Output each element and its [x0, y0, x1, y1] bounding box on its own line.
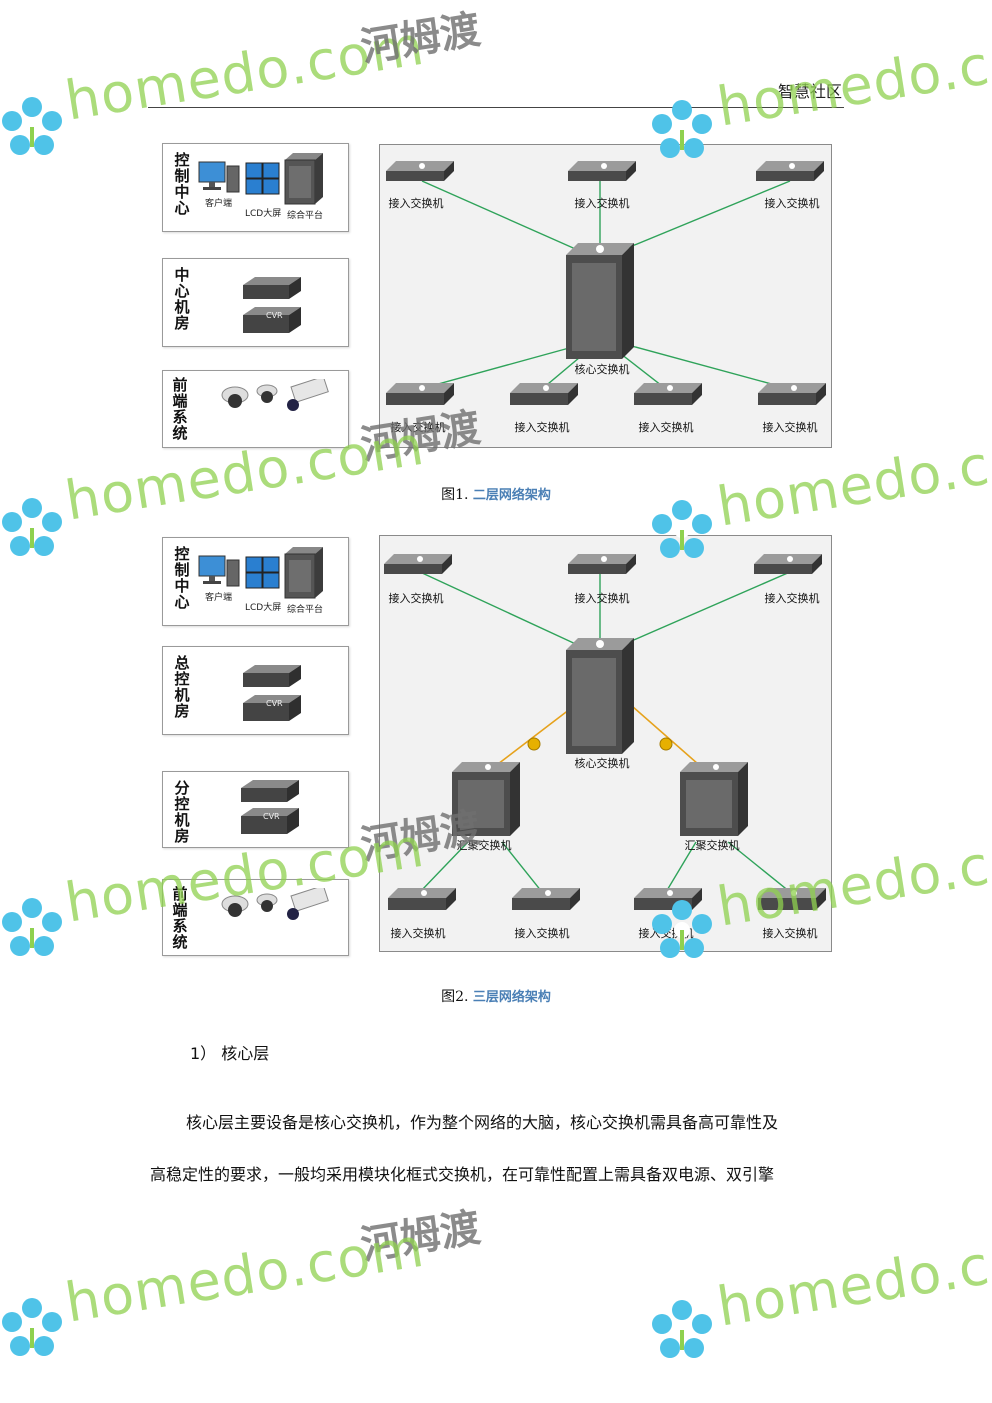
fig2-caption-title: 三层网络架构 [472, 990, 551, 1005]
watermark-logo-icon [0, 896, 64, 964]
fig2-bottom-switch-label: 接入交换机 [762, 927, 818, 940]
fig1-control-center-label: 控制中心 [174, 151, 190, 217]
watermark-cn: 河姆渡 [357, 6, 484, 72]
fig1-lcd-label: LCD大屏 [245, 209, 282, 219]
fig2-sub-room-label: 分控机房 [174, 779, 190, 845]
watermark-logo-icon [0, 1296, 64, 1364]
paragraph-line: 高稳定性的要求，一般均采用模块化框式交换机，在可靠性配置上需具备双电源、双引擎 [150, 1165, 775, 1184]
client-pc-icon [198, 555, 240, 587]
fig1-platform-label: 综合平台 [287, 211, 324, 221]
fig2-client-label: 客户端 [205, 593, 233, 603]
fig1-caption-title: 二层网络架构 [472, 488, 551, 503]
fig2-sub-room-box: 分控机房 CVR [162, 771, 349, 848]
fig2-caption-prefix: 图2. [441, 989, 469, 1005]
fig1-diagram-panel: 接入交换机 接入交换机 接入交换机 核心交换机 接入交换机 接入交换机 接入交换… [379, 144, 832, 448]
header-title: 智慧社区 [777, 82, 842, 101]
fig2-main-room-box: 总控机房 CVR [162, 646, 349, 735]
fig2-platform-label: 综合平台 [287, 605, 324, 615]
fig1-top-switch-label: 接入交换机 [574, 197, 630, 210]
fig2-lcd-label: LCD大屏 [245, 603, 282, 613]
fig1-switch-shapes [386, 161, 826, 405]
fig1-top-switch-label: 接入交换机 [764, 197, 820, 210]
fig2-bottom-switch-label: 接入交换机 [638, 927, 694, 940]
fig2-aggregation-switch-label: 汇聚交换机 [456, 839, 512, 852]
lcd-wall-icon [245, 162, 280, 195]
section-heading: 1） 核心层 [190, 1044, 270, 1063]
fig1-bottom-switch-label: 接入交换机 [762, 421, 818, 434]
watermark-en: homedo.com [61, 1215, 429, 1335]
fig2-bottom-switch-label: 接入交换机 [514, 927, 570, 940]
fig2-frontend-box: 前端系统 [162, 879, 349, 956]
fig2-control-center-box: 控制中心 客户端 LCD大屏 综合平台 [162, 537, 349, 626]
cvr-storage-icon [241, 780, 299, 834]
cvr-storage-icon [243, 277, 301, 333]
watermark-en: homedo.com [713, 19, 992, 139]
fig2-control-center-label: 控制中心 [174, 545, 190, 611]
fig2-sub-cvr-label: CVR [263, 812, 280, 821]
fig1-central-room-box: 中心机房 CVR [162, 258, 349, 347]
fig2-frontend-label: 前端系统 [172, 885, 188, 951]
fig2-top-switch-label: 接入交换机 [574, 592, 630, 605]
fig2-core-switch-label: 核心交换机 [574, 757, 630, 770]
fig1-caption: 图1. 二层网络架构 [441, 484, 551, 504]
fig1-links [386, 161, 826, 405]
fig1-central-room-label: 中心机房 [174, 266, 190, 332]
lcd-wall-icon [245, 556, 280, 589]
fig1-bottom-switch-label: 接入交换机 [514, 421, 570, 434]
watermark-logo-icon [650, 1298, 714, 1366]
paragraph-line: 核心层主要设备是核心交换机，作为整个网络的大脑，核心交换机需具备高可靠性及 [186, 1113, 779, 1132]
camera-group-icon [221, 379, 329, 411]
fig2-links [384, 554, 826, 910]
fig2-cvr-label: CVR [266, 699, 283, 708]
fig2-diagram-panel: 接入交换机 接入交换机 接入交换机 核心交换机 汇聚交换机 汇聚交换机 接入交换… [379, 535, 832, 952]
fig2-top-switch-label: 接入交换机 [764, 592, 820, 605]
camera-group-icon [221, 888, 329, 920]
fig2-switch-shapes [384, 554, 826, 910]
fig1-control-center-box: 控制中心 客户端 LCD大屏 综合平台 [162, 143, 349, 232]
client-pc-icon [198, 161, 240, 193]
fig2-main-room-label: 总控机房 [174, 654, 190, 720]
fig1-bottom-switch-label: 接入交换机 [638, 421, 694, 434]
watermark-en: homedo.com [713, 1219, 992, 1339]
watermark-en: homedo.com [61, 13, 429, 133]
header-rule [148, 107, 844, 108]
platform-rack-icon [284, 153, 323, 205]
cvr-storage-icon [243, 665, 301, 721]
watermark-logo-icon [0, 496, 64, 564]
platform-rack-icon [284, 547, 323, 599]
watermark-logo-icon [0, 95, 64, 163]
fig1-frontend-label: 前端系统 [172, 376, 188, 442]
fig2-caption: 图2. 三层网络架构 [441, 986, 551, 1006]
fig2-top-switch-label: 接入交换机 [388, 592, 444, 605]
fig1-core-switch-label: 核心交换机 [574, 363, 630, 376]
fig1-client-label: 客户端 [205, 199, 233, 209]
fig2-aggregation-switch-label: 汇聚交换机 [684, 839, 740, 852]
fig1-bottom-switch-label: 接入交换机 [390, 421, 446, 434]
fig1-caption-prefix: 图1. [441, 487, 469, 503]
fig1-frontend-box: 前端系统 [162, 370, 349, 448]
fig1-cvr-label: CVR [266, 311, 283, 320]
watermark-cn: 河姆渡 [357, 1204, 484, 1270]
fig1-top-switch-label: 接入交换机 [388, 197, 444, 210]
fig2-bottom-switch-label: 接入交换机 [390, 927, 446, 940]
